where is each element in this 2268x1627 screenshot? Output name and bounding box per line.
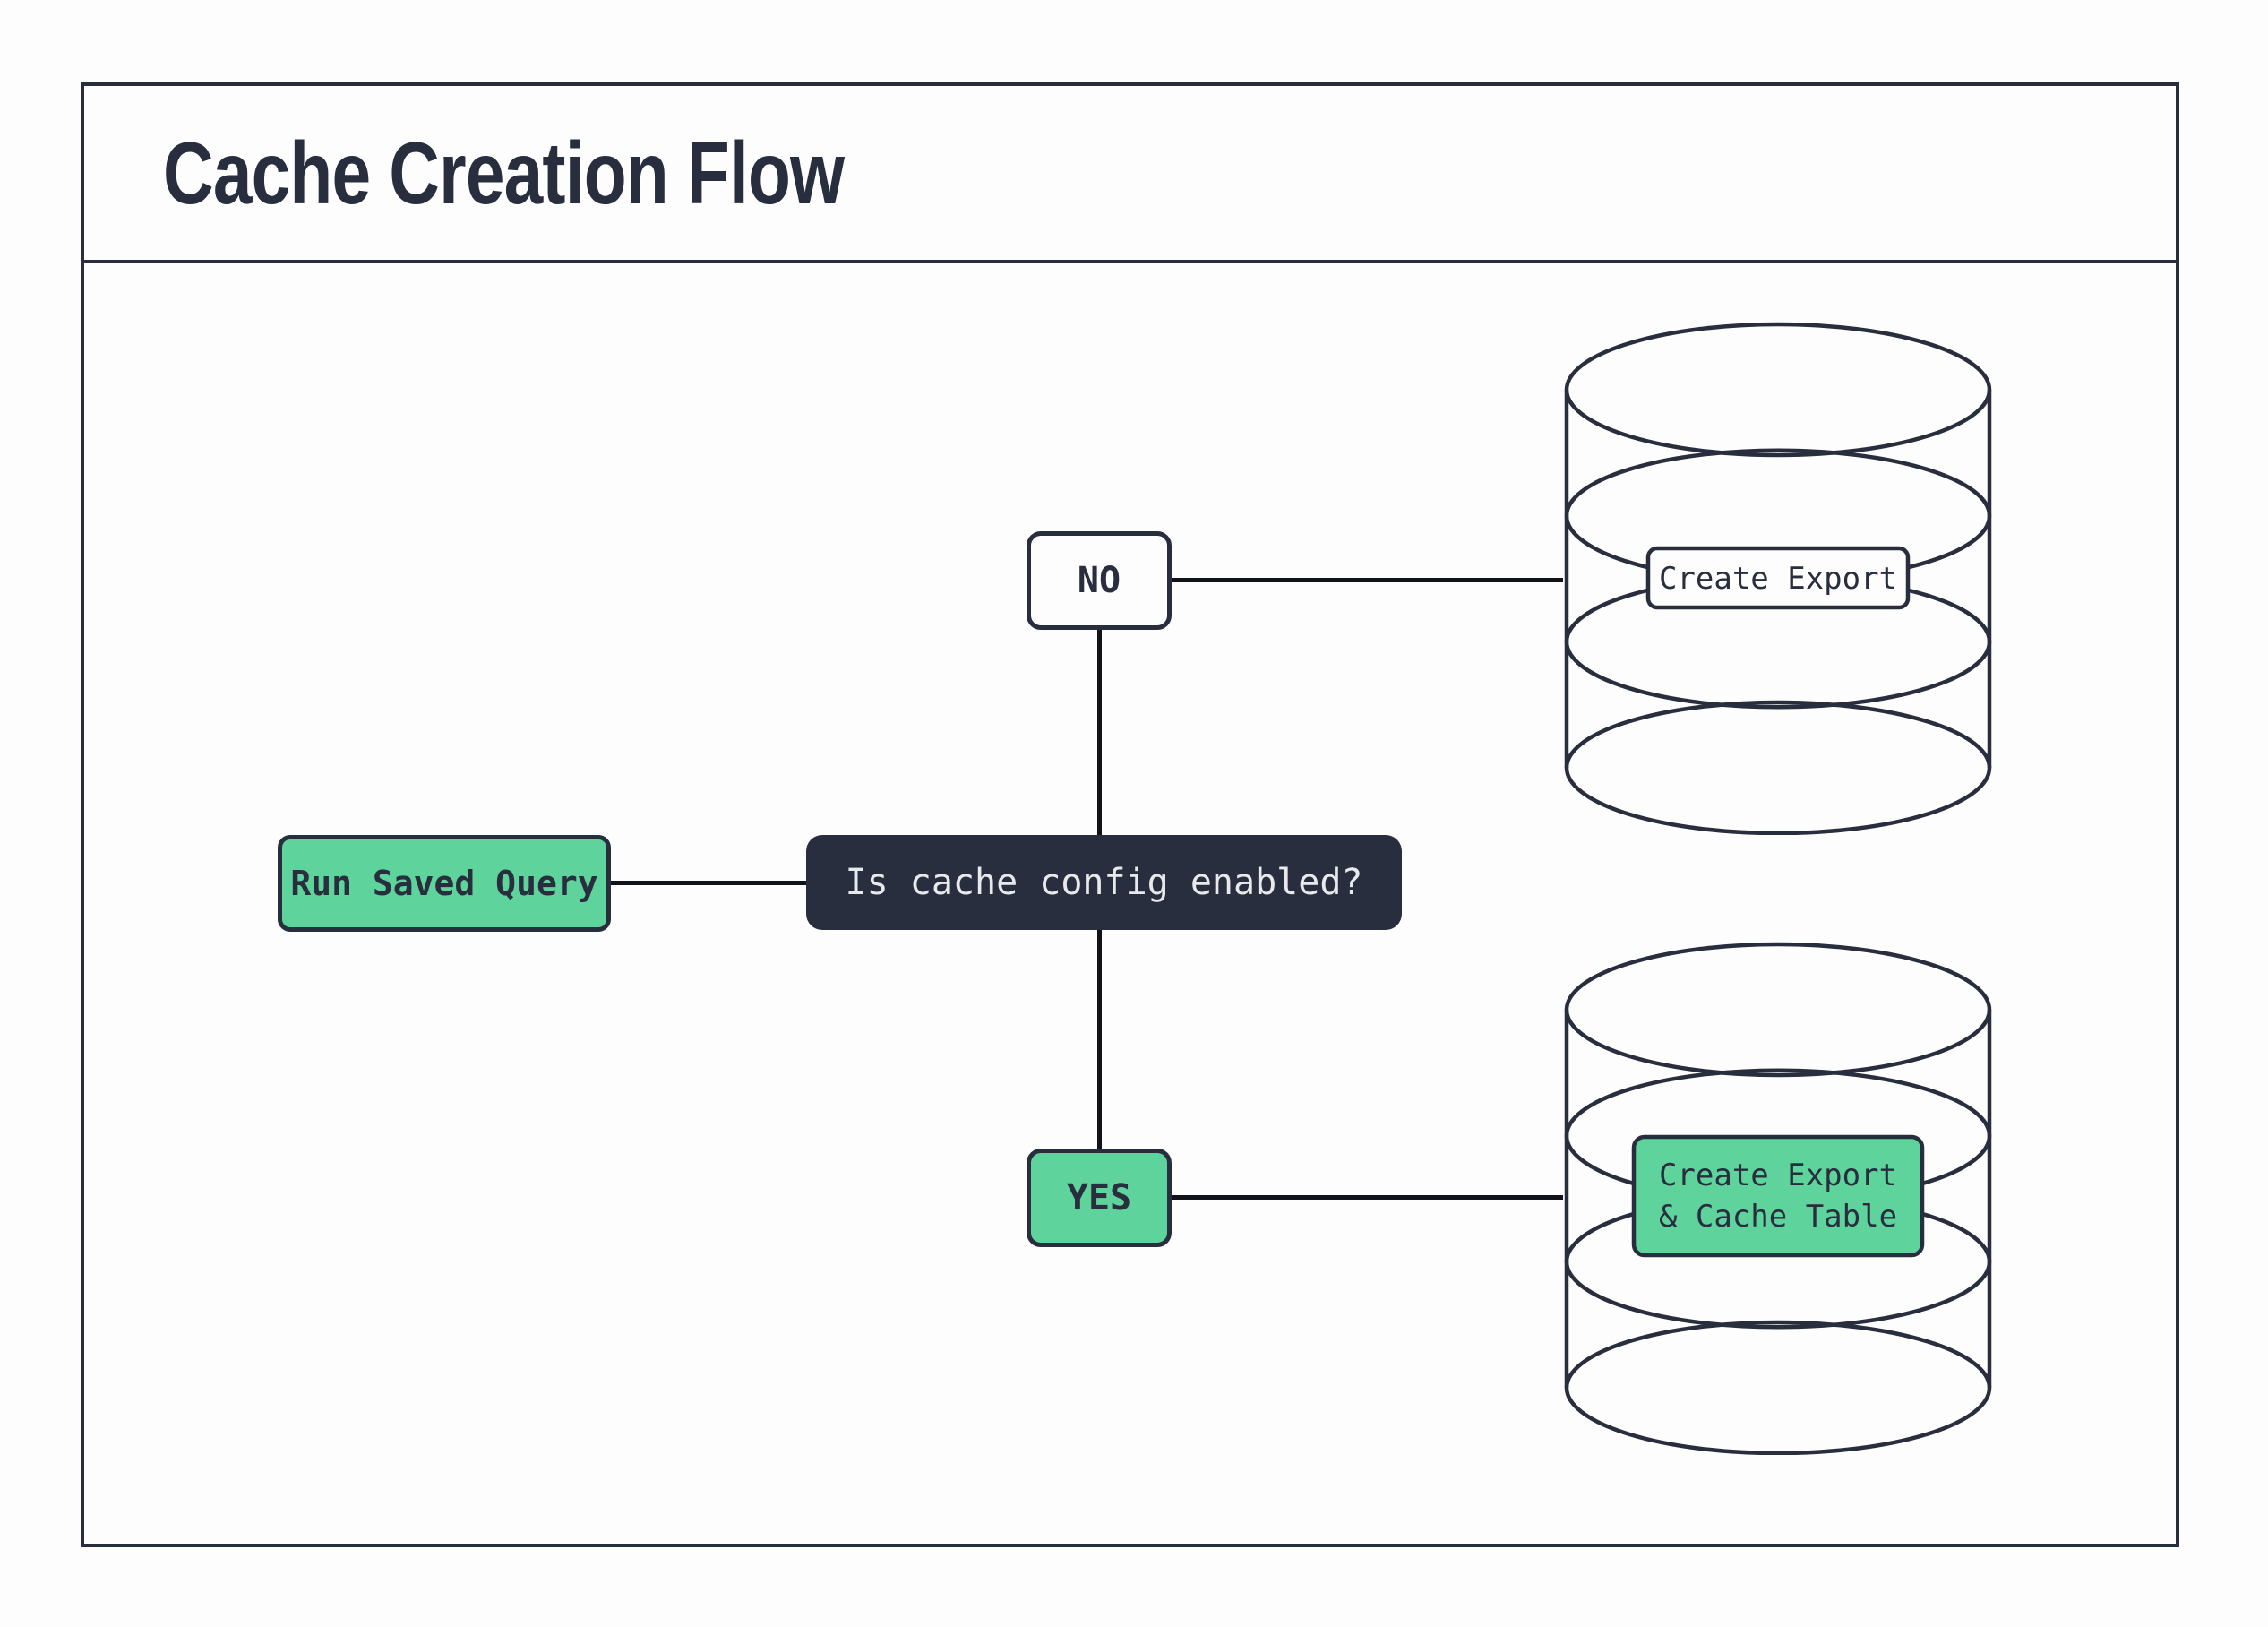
connector-decision-to-no <box>1097 630 1102 835</box>
node-branch-no: NO <box>1027 531 1172 630</box>
cylinder-disk <box>1564 942 1992 1078</box>
create-export-cache-label-line2: & Cache Table <box>1659 1199 1897 1235</box>
diagram-frame: Cache Creation Flow <box>81 82 2179 1547</box>
connector-decision-to-yes <box>1097 930 1102 1149</box>
node-decision-cache-config: Is cache config enabled? <box>806 835 1402 930</box>
create-export-label: Create Export <box>1659 561 1897 597</box>
node-branch-yes: YES <box>1027 1149 1172 1247</box>
cylinder-disk <box>1564 322 1992 458</box>
node-run-saved-query: Run Saved Query <box>278 835 611 932</box>
create-export-label-box <box>1645 546 1911 610</box>
connector-no-to-database <box>1172 578 1563 582</box>
connector-start-to-decision <box>611 881 806 885</box>
page-title: Cache Creation Flow <box>163 123 845 222</box>
cylinder-disk <box>1564 700 1992 835</box>
diagram-header: Cache Creation Flow <box>84 86 2176 263</box>
connector-yes-to-database <box>1172 1195 1563 1200</box>
database-icon-export-cache: Create Export & Cache Table <box>1564 942 1992 1455</box>
database-icon-export: Create Export <box>1564 322 1992 835</box>
create-export-cache-label-line1: Create Export <box>1659 1158 1897 1193</box>
create-export-cache-label-box <box>1631 1134 1925 1258</box>
cylinder-disk <box>1564 1320 1992 1455</box>
